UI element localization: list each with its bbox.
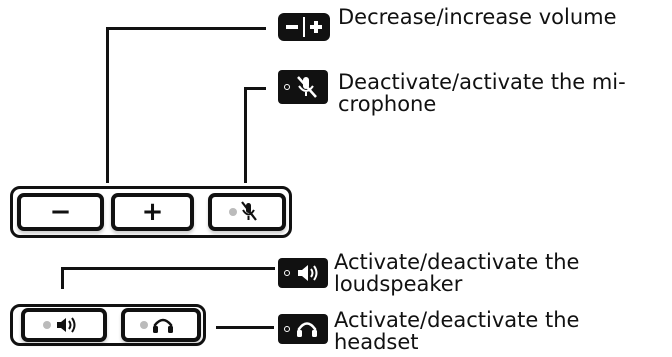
headset-button[interactable] xyxy=(121,308,201,342)
minus-symbol: − xyxy=(49,197,72,227)
led-indicator-icon xyxy=(43,321,51,329)
volume-minus-plus-glyph xyxy=(286,17,322,37)
mic-callout-line-v xyxy=(244,87,247,183)
speaker-callout-line-h xyxy=(61,267,275,270)
mute-microphone-glyph xyxy=(284,76,317,98)
microphone-label-line2: crophone xyxy=(338,92,437,116)
microphone-label-line1: Deactivate/activate the mi- xyxy=(338,70,626,94)
volume-label: Decrease/increase volume xyxy=(338,5,617,29)
mute-microphone-key-icon xyxy=(229,201,257,221)
mute-microphone-icon xyxy=(278,70,328,104)
volume-decrease-button[interactable]: − xyxy=(17,193,104,231)
speaker-key-icon xyxy=(43,317,76,333)
loudspeaker-label-line2: loudspeaker xyxy=(334,272,463,296)
speaker-callout-line-v xyxy=(61,267,64,289)
speaker-glyph xyxy=(284,265,318,281)
headset-callout-line-h xyxy=(216,326,274,329)
mic-callout-line-h xyxy=(244,87,266,90)
headset-glyph xyxy=(284,322,317,337)
plus-symbol: + xyxy=(141,197,164,227)
headset-icon xyxy=(278,314,328,344)
headset-key-icon xyxy=(140,318,173,333)
volume-callout-line-h xyxy=(106,27,266,30)
speaker-icon xyxy=(278,258,328,288)
mute-microphone-button[interactable] xyxy=(208,193,286,231)
loudspeaker-label-line1: Activate/deactivate the xyxy=(334,250,580,274)
led-indicator-icon xyxy=(229,208,237,216)
loudspeaker-button[interactable] xyxy=(21,308,107,342)
volume-callout-line-v xyxy=(106,27,109,183)
volume-minus-plus-icon xyxy=(278,13,330,41)
headset-label-line2: headset xyxy=(334,330,419,354)
headset-label-line1: Activate/deactivate the xyxy=(334,308,580,332)
volume-increase-button[interactable]: + xyxy=(111,193,194,231)
led-indicator-icon xyxy=(140,321,148,329)
